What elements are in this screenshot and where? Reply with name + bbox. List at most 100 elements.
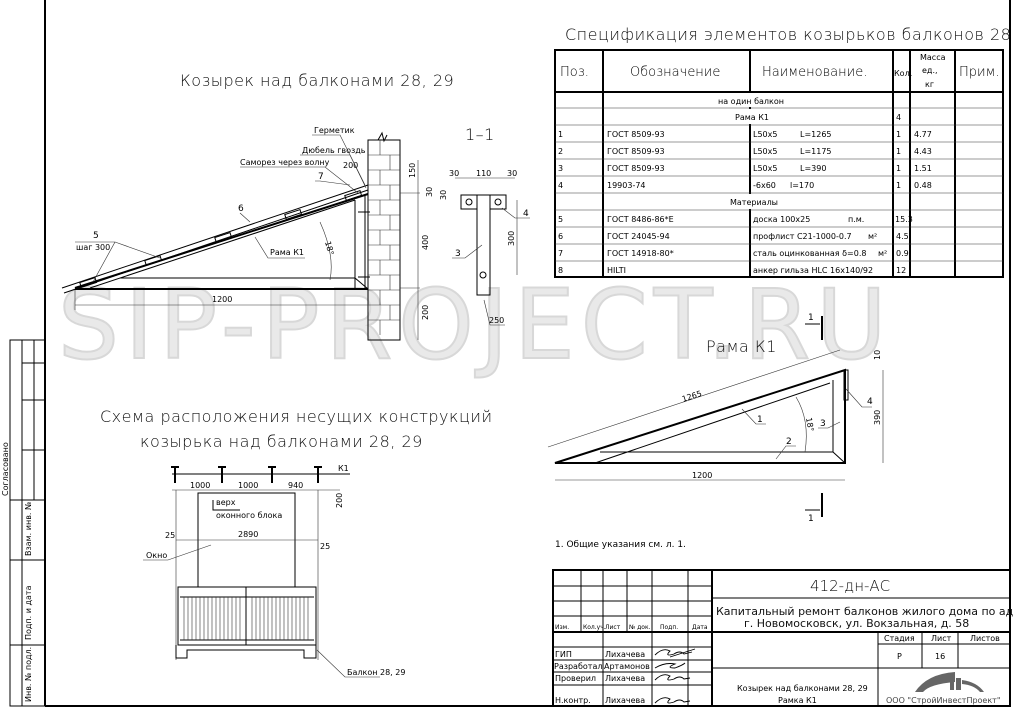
table-cell: 3 [558, 164, 563, 173]
section-title: 1–1 [465, 125, 495, 144]
sheet-value: 16 [935, 652, 945, 661]
table-cell: 4.77 [914, 130, 932, 139]
label-pos3: 3 [455, 249, 461, 259]
col-header-mass-2: ед., [922, 66, 938, 75]
table-cell: 5 [558, 215, 563, 224]
table-cell: L50x5 [753, 147, 777, 156]
dim-200-top: 200 [343, 161, 358, 170]
table-cell: 8 [558, 266, 563, 275]
label-top-2: оконного блока [216, 511, 282, 520]
brick-wall [367, 131, 401, 341]
table-cell: 12 [896, 266, 906, 275]
signatures [654, 648, 696, 704]
label-frame: Рама К1 [270, 248, 304, 257]
general-note: 1. Общие указания см. л. 1. [555, 540, 686, 550]
table-cell: 15.3 [895, 215, 913, 224]
col-header-qty: Кол. [894, 69, 912, 78]
table-cell: м² [868, 232, 877, 241]
table-cell: м² [878, 249, 887, 258]
dim-200-bottom: 200 [421, 305, 430, 320]
dim-200-scheme: 200 [335, 493, 344, 508]
side-stamp: Согласовано Взам. инв. № Подп. и дата Ин… [1, 339, 46, 707]
label-p1: 1 [757, 415, 763, 425]
dim-400: 400 [421, 235, 430, 250]
col-header-note: Прим. [959, 65, 1000, 80]
table-cell: 1 [896, 181, 901, 190]
section-view: 1–1 30 110 30 30 300 4 3 250 [439, 125, 530, 326]
rev-header-sheet: Лист [605, 624, 621, 631]
table-cell: 4.5 [896, 232, 909, 241]
table-cell: L50x5 [753, 130, 777, 139]
table-cell: L=1175 [800, 147, 832, 156]
angle-18: 18° [323, 240, 335, 256]
table-cell: HILTI [607, 266, 626, 275]
col-header-mass-3: кг [925, 80, 934, 89]
table-cell: ГОСТ 24045-94 [607, 232, 670, 241]
angle-18-frame: 18° [804, 417, 815, 433]
col-header-mass-1: Масса [920, 53, 946, 62]
table-cell: ГОСТ 8486-86*Е [607, 215, 674, 224]
label-screw: Саморез через волну [240, 158, 330, 167]
dim-250: 250 [489, 316, 504, 325]
table-cell: L50x5 [753, 164, 777, 173]
label-top-1: верх [216, 498, 236, 507]
stage-value: Р [897, 652, 902, 661]
balcony-railing [175, 586, 317, 659]
dim-2890: 2890 [238, 530, 258, 539]
doc-code: 412-дн-АС [810, 577, 890, 595]
rev-header-date: Дата [692, 624, 708, 631]
canopy-view: Козырек над балконами 28, 29 1200 [61, 71, 454, 341]
stamp-sign-date: Подп. и дата [24, 585, 33, 640]
table-cell: 1 [808, 313, 814, 323]
section-mark-top: 1 [805, 313, 823, 340]
col-header-name: Наименование. [762, 65, 867, 80]
spec-table: Спецификация элементов козырьков балконо… [554, 25, 1013, 278]
table-cell: 1 [896, 130, 901, 139]
spec-title: Спецификация элементов козырьков балконо… [565, 25, 1013, 44]
dim-1200-frame: 1200 [692, 471, 712, 480]
frame-title: Рама К1 [706, 337, 777, 356]
dim-300: 300 [507, 231, 516, 246]
table-cell: 4 [558, 181, 563, 190]
dim-1000b: 1000 [238, 481, 258, 490]
sheet-header: Лист [931, 634, 952, 643]
dim-25b: 25 [320, 542, 330, 551]
sheets-header: Листов [970, 634, 1000, 643]
name-developer: Артамонов [604, 662, 650, 671]
dim-940: 940 [288, 481, 303, 490]
table-cell: L=1265 [800, 130, 832, 139]
role-developer: Разработал [554, 662, 602, 671]
stamp-agreed: Согласовано [1, 442, 10, 496]
label-p3: 3 [820, 419, 826, 429]
dim-30v: 30 [439, 190, 448, 200]
group-frame: Рама К1 [735, 113, 769, 122]
table-cell: п.м. [848, 215, 864, 224]
label-pos6: 6 [238, 204, 244, 214]
table-cell: 2 [558, 147, 563, 156]
dim-1200: 1200 [212, 295, 232, 304]
table-cell: ГОСТ 14918-80* [607, 249, 674, 258]
dim-30b: 30 [507, 169, 517, 178]
table-cell: ГОСТ 8509-93 [607, 147, 665, 156]
group-frame-qty: 4 [896, 113, 901, 122]
rev-header-sign: Подп. [660, 624, 678, 631]
sheet-title-1: Козырек над балконами 28, 29 [737, 684, 868, 693]
table-cell: 0.48 [914, 181, 932, 190]
label-p4: 4 [867, 397, 873, 407]
name-norm-control: Лихачева [605, 696, 645, 705]
dim-1265: 1265 [681, 389, 703, 404]
table-cell: 4.43 [914, 147, 932, 156]
label-pos7: 7 [318, 172, 324, 182]
rev-header-count: Кол.уч. [583, 624, 606, 631]
stage-header: Стадия [884, 634, 915, 643]
stamp-inv-orig: Инв. № подл. [24, 647, 33, 702]
watermark: SIP-PROJECT.RU [58, 269, 893, 381]
table-cell: 19903-74 [607, 181, 646, 190]
